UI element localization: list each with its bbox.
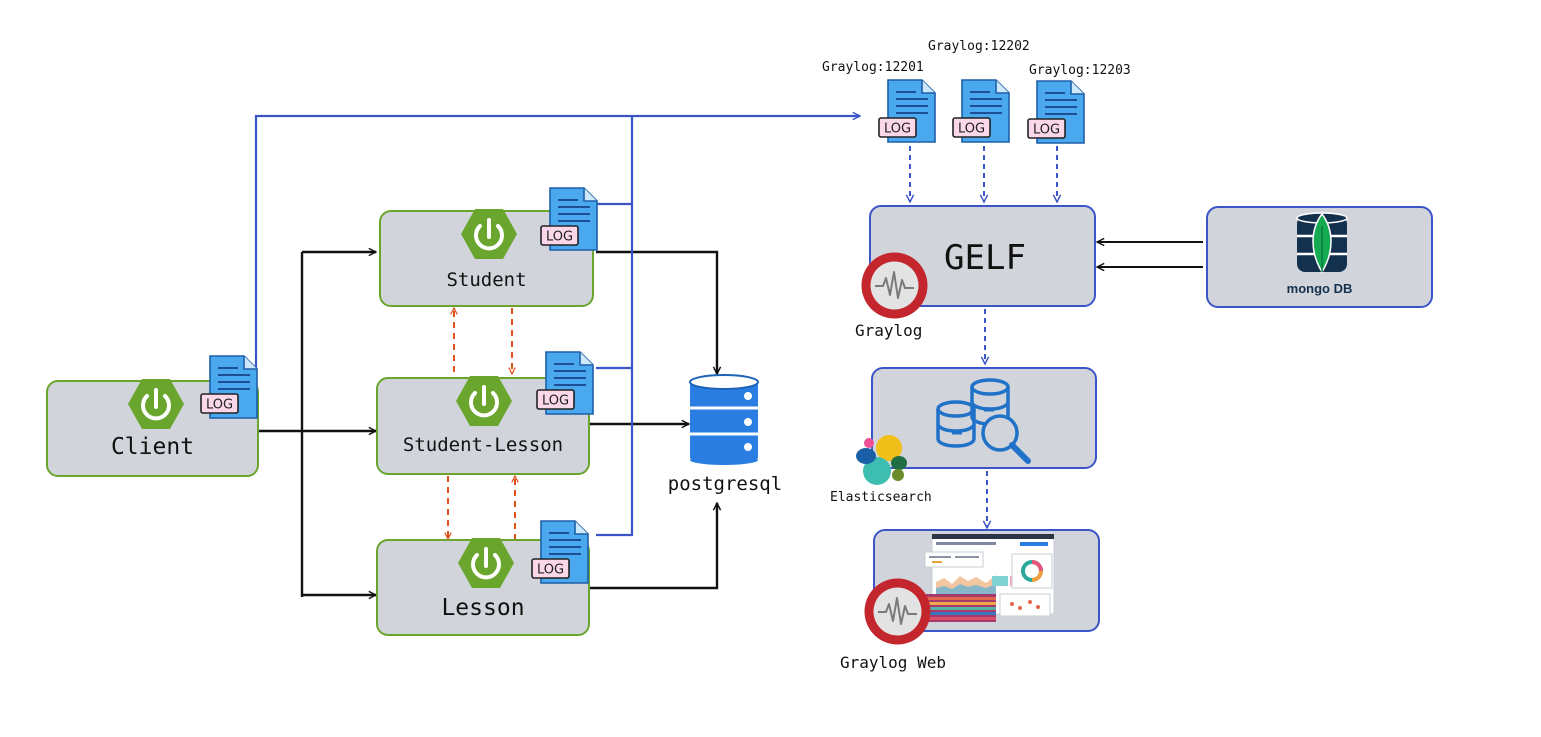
graylog-web-label: Graylog Web bbox=[840, 653, 946, 672]
client-label: Client bbox=[110, 434, 195, 460]
log-badge-text: LOG bbox=[884, 122, 911, 137]
log-badge: LOG bbox=[878, 117, 917, 138]
input-label-12202: Graylog:12202 bbox=[928, 39, 1030, 54]
log-line-client bbox=[254, 116, 860, 380]
log-badge: LOG bbox=[1027, 118, 1066, 139]
input-label-12203: Graylog:12203 bbox=[1029, 63, 1131, 78]
log-file-icon: LOG bbox=[878, 78, 938, 151]
log-file-icon: LOG bbox=[200, 354, 260, 427]
log-file-icon: LOG bbox=[952, 78, 1012, 151]
input-label-12201: Graylog:12201 bbox=[822, 60, 924, 75]
log-badge: LOG bbox=[531, 558, 570, 579]
log-file-icon: LOG bbox=[536, 350, 596, 423]
graylog-label: Graylog bbox=[855, 321, 923, 340]
edge-student-postgres bbox=[596, 250, 717, 374]
mongodb-icon bbox=[1296, 212, 1348, 274]
log-file-icon: LOG bbox=[531, 519, 591, 592]
edge-lesson-postgres bbox=[590, 503, 717, 590]
database-search-icon bbox=[936, 378, 1031, 464]
log-badge-text: LOG bbox=[1033, 123, 1060, 138]
dashboard-screenshot bbox=[924, 534, 1055, 622]
log-line-bus bbox=[596, 116, 634, 537]
log-badge: LOG bbox=[952, 117, 991, 138]
log-file-icon: LOG bbox=[1027, 79, 1087, 152]
log-badge-text: LOG bbox=[546, 230, 573, 245]
log-file-icon: LOG bbox=[540, 186, 600, 259]
log-badge-text: LOG bbox=[206, 398, 233, 413]
elasticsearch-label: Elasticsearch bbox=[830, 490, 932, 505]
student-label: Student bbox=[446, 269, 527, 291]
spring-power-icon bbox=[456, 376, 512, 426]
elasticsearch-node bbox=[871, 367, 1097, 469]
gelf-label: GELF bbox=[944, 238, 1026, 278]
student-lesson-label: Student-Lesson bbox=[402, 434, 564, 456]
log-badge-text: LOG bbox=[542, 394, 569, 409]
spring-power-icon bbox=[128, 379, 184, 429]
log-badge: LOG bbox=[540, 225, 579, 246]
spring-power-icon bbox=[461, 209, 517, 259]
log-badge: LOG bbox=[200, 393, 239, 414]
database-icon bbox=[689, 374, 759, 465]
graylog-logo-icon bbox=[864, 578, 931, 645]
log-badge-text: LOG bbox=[958, 122, 985, 137]
spring-power-icon bbox=[458, 538, 514, 588]
mongodb-label: mongo DB bbox=[1286, 281, 1353, 296]
postgres-label: postgresql bbox=[667, 473, 783, 495]
graylog-logo-icon bbox=[861, 252, 928, 319]
elasticsearch-logo-icon bbox=[856, 435, 907, 485]
lesson-label: Lesson bbox=[441, 595, 525, 621]
log-badge: LOG bbox=[536, 389, 575, 410]
log-badge-text: LOG bbox=[537, 563, 564, 578]
